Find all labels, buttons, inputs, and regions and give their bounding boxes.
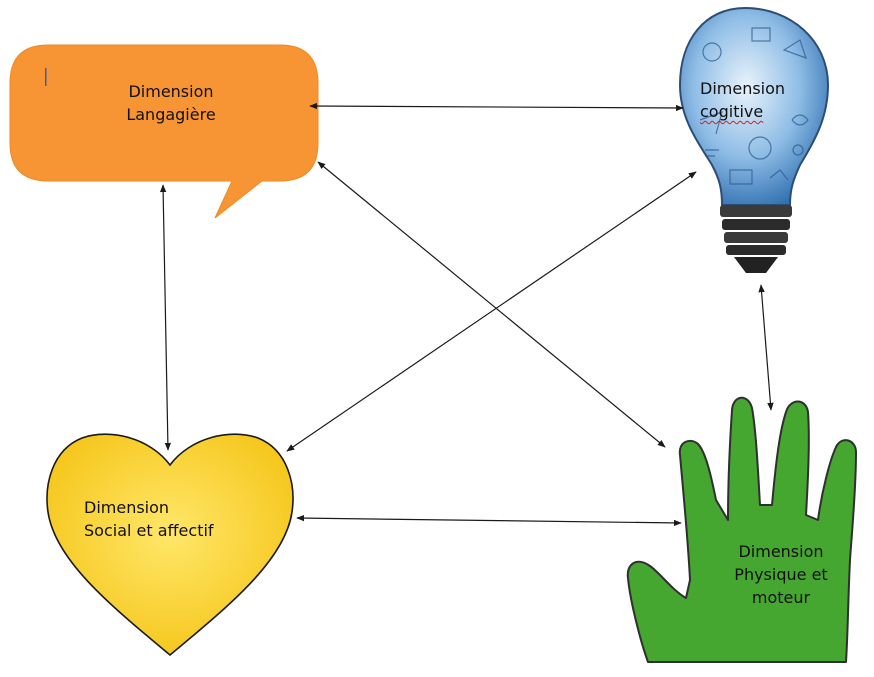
arrow-cognitive-physique (758, 284, 774, 411)
node-physique-line1: Dimension (738, 542, 824, 561)
bulb-sketch-doodles (699, 27, 809, 185)
node-cognitive-line2: cogitive (700, 102, 764, 121)
arrow-langagiere-cognitive (309, 102, 684, 112)
node-social-label: Dimension Social et affectif (84, 496, 214, 542)
node-langagiere-label: Dimension Langagière (116, 80, 226, 126)
arrow-cognitive-social (286, 171, 697, 452)
node-physique-line2: Physique et (734, 565, 828, 584)
node-physique-label: Dimension Physique et moteur (722, 540, 840, 609)
heart-shape (46, 433, 294, 657)
node-cognitive-label: Dimension cogitive (700, 77, 785, 123)
node-social-line1: Dimension (84, 498, 170, 517)
node-langagiere-line2: Langagière (126, 105, 216, 124)
arrows-group (159, 102, 774, 527)
arrow-langagiere-physique (317, 161, 666, 448)
hand-shape (626, 396, 857, 663)
node-cognitive-line1: Dimension (700, 79, 786, 98)
node-social-line2: Social et affectif (84, 521, 214, 540)
text-cursor-mark (45, 68, 47, 86)
bulb-screw-base (720, 205, 792, 273)
light-bulb-icon (678, 6, 830, 273)
arrow-social-physique (296, 514, 682, 527)
speech-bubble-shape (9, 44, 319, 219)
speech-bubble-body (9, 44, 319, 219)
node-langagiere-line1: Dimension (128, 82, 214, 101)
node-physique-line3: moteur (751, 588, 811, 607)
arrow-langagiere-social (159, 184, 172, 451)
